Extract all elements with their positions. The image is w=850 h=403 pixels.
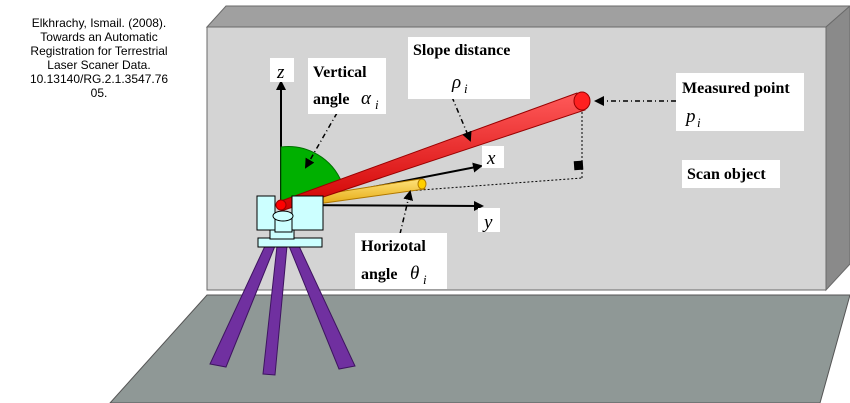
measured-point-label: Measured point — [682, 80, 790, 97]
slope-distance-subscript: i — [464, 81, 468, 96]
scanner-left-arm — [256, 195, 276, 231]
scanner-rotor — [272, 210, 294, 222]
vertical-angle-label-line2: angle — [313, 91, 349, 108]
horizontal-angle-subscript: i — [423, 272, 427, 287]
right-angle-marker — [573, 160, 584, 171]
vertical-angle-label-box — [308, 58, 386, 114]
scan-object-label-box — [682, 160, 780, 188]
horizontal-angle-label-box — [355, 233, 447, 289]
measured-point-subscript: i — [697, 115, 701, 130]
vertical-angle-sector — [280, 146, 343, 206]
z-label-box — [270, 58, 294, 82]
x-axis-label: x — [486, 148, 496, 169]
slope-distance-label-box — [408, 37, 530, 99]
floor — [109, 294, 850, 403]
scan-object-label: Scan object — [687, 166, 766, 183]
measured-point-marker — [573, 91, 591, 111]
slope-distance-pointer — [451, 96, 472, 142]
y-label-box — [478, 208, 500, 232]
slope-distance-symbol: ρ — [451, 72, 461, 93]
vertical-angle-subscript: i — [375, 97, 379, 112]
slope-distance-label: Slope distance — [413, 42, 510, 59]
horizontal-angle-label-line2: angle — [361, 266, 397, 283]
citation-text: Elkhrachy, Ismail. (2008). Towards an Au… — [29, 16, 169, 100]
horizontal-angle-symbol: θ — [410, 263, 419, 284]
wall-side-face — [825, 5, 850, 292]
projection-line-horizontal — [299, 177, 583, 200]
y-axis-label: y — [482, 212, 493, 233]
measured-point-label-box — [676, 73, 804, 131]
horizontal-angle-label-line1: Horizotal — [361, 238, 426, 255]
laser-scanner — [209, 195, 356, 376]
vertical-angle-symbol: α — [361, 88, 372, 109]
vertical-angle-pointer — [305, 112, 338, 169]
measured-point-symbol: p — [684, 106, 696, 127]
scanner-origin — [275, 199, 287, 211]
x-label-box — [482, 146, 504, 168]
vertical-angle-label-line1: Vertical — [313, 64, 367, 81]
wall-top-face — [205, 5, 850, 28]
scanner-right-arm — [291, 195, 324, 231]
z-axis-label: z — [276, 62, 285, 83]
